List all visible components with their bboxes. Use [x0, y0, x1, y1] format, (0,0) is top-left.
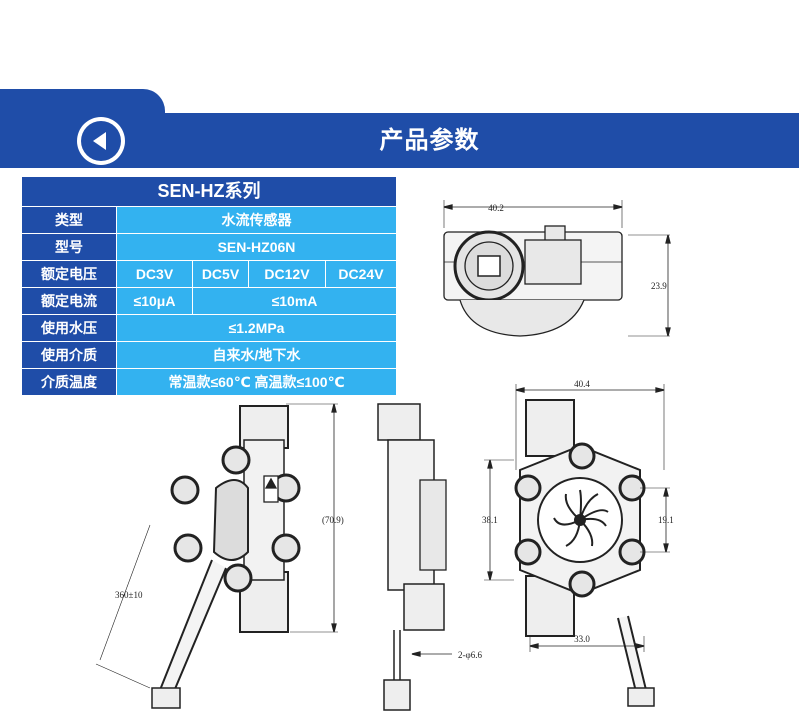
- spec-value: ≤10μA: [117, 288, 193, 314]
- spec-value: 水流传感器: [221, 212, 292, 228]
- impeller-icon: [553, 489, 609, 547]
- dim-rotor-height: 19.1: [658, 515, 674, 525]
- dim-cable-length: 360±10: [115, 590, 143, 600]
- spec-value: 自来水/地下水: [212, 347, 301, 363]
- spec-table-title: SEN-HZ系列: [22, 177, 396, 206]
- spec-label: 介质温度: [22, 369, 117, 395]
- spec-row-current: 额定电流 ≤10μA ≤10mA: [22, 287, 396, 314]
- front-view-drawing: [484, 384, 670, 707]
- side-view-drawing: [95, 403, 338, 709]
- spec-value: 常温款≤60℃ 高温款≤100℃: [168, 374, 345, 390]
- page-title: 产品参数: [379, 127, 480, 154]
- spec-value: DC12V: [249, 261, 326, 287]
- spec-value: SEN-HZ06N: [217, 239, 296, 255]
- profile-view-drawing: [377, 403, 452, 711]
- spec-row-medium: 使用介质 自来水/地下水: [22, 341, 396, 368]
- spec-label: 额定电流: [22, 288, 117, 314]
- dim-top-height: 23.9: [651, 281, 667, 291]
- dim-top-width: 40.2: [488, 203, 504, 213]
- dim-front-width: 40.4: [574, 379, 590, 389]
- spec-label: 额定电压: [22, 261, 117, 287]
- chevron-left-icon: [93, 132, 106, 150]
- spec-value: DC5V: [193, 261, 249, 287]
- dim-hole: 2-φ6.6: [458, 650, 482, 660]
- spec-row-voltage: 额定电压 DC3V DC5V DC12V DC24V: [22, 260, 396, 287]
- section-banner: [0, 113, 799, 168]
- spec-value: DC3V: [117, 261, 193, 287]
- spec-value: DC24V: [338, 266, 384, 282]
- dim-side-length: (70.9): [322, 515, 344, 525]
- spec-label: 类型: [22, 207, 117, 233]
- spec-label: 使用介质: [22, 342, 117, 368]
- dim-bottom-width: 33.0: [574, 634, 590, 644]
- dim-front-height: 38.1: [482, 515, 498, 525]
- spec-label: 使用水压: [22, 315, 117, 341]
- spec-row-temperature: 介质温度 常温款≤60℃ 高温款≤100℃: [22, 368, 396, 395]
- spec-table: SEN-HZ系列 类型 水流传感器 型号 SEN-HZ06N 额定电压 DC3V…: [22, 177, 396, 395]
- spec-row-model: 型号 SEN-HZ06N: [22, 233, 396, 260]
- back-button[interactable]: [77, 117, 125, 165]
- spec-row-type: 类型 水流传感器: [22, 206, 396, 233]
- spec-value: ≤10mA: [271, 293, 318, 309]
- top-view-drawing: [443, 200, 671, 337]
- spec-row-pressure: 使用水压 ≤1.2MPa: [22, 314, 396, 341]
- spec-value: ≤1.2MPa: [228, 320, 285, 336]
- spec-label: 型号: [22, 234, 117, 260]
